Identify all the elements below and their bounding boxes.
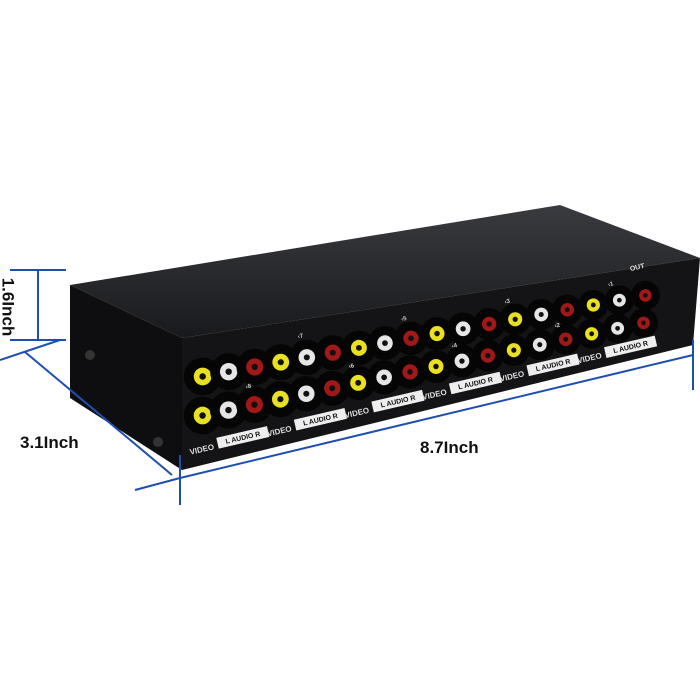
jack-hole	[511, 347, 517, 353]
jack-hole	[199, 412, 206, 419]
input-number-label: ‹6	[348, 363, 355, 370]
jack-hole	[433, 363, 439, 370]
jack-hole	[355, 379, 362, 386]
screw-icon	[85, 350, 95, 360]
jack-hole	[616, 297, 622, 303]
jack-hole	[329, 349, 336, 356]
label-plate	[604, 335, 658, 358]
jack-hole	[303, 354, 310, 361]
jack-hole	[537, 342, 543, 348]
jack-hole	[277, 359, 284, 366]
jack-hole	[512, 316, 518, 322]
height-dimension-label: 1.6Inch	[0, 277, 18, 337]
depth-dimension-label: 3.1Inch	[20, 433, 79, 452]
label-plate	[371, 389, 425, 413]
input-number-label: ‹3	[504, 299, 511, 306]
jack-hole	[251, 401, 258, 408]
jack-hole	[225, 406, 232, 414]
jack-hole	[434, 330, 440, 337]
jack-hole	[643, 293, 648, 298]
jack-hole	[485, 352, 491, 359]
jack-hole	[381, 374, 387, 381]
jack-hole	[460, 326, 466, 332]
input-number-label: ‹1	[608, 281, 615, 288]
jack-hole	[199, 373, 206, 380]
jack-hole	[225, 368, 232, 375]
out-label: OUT	[629, 263, 646, 273]
dimension-lines	[0, 269, 694, 505]
jack-hole	[407, 369, 413, 375]
label-plate	[293, 408, 347, 431]
jack-hole	[589, 331, 595, 337]
jack-hole	[251, 363, 258, 371]
jack-hole	[590, 302, 596, 308]
jack-hole	[564, 307, 570, 313]
input-number-label: ‹5	[401, 316, 408, 323]
label-plate	[526, 353, 580, 377]
jack-hole	[382, 340, 388, 346]
jack-hole	[563, 336, 569, 342]
jack-hole	[538, 311, 544, 318]
box-top-face	[70, 205, 700, 338]
jack-hole	[329, 385, 336, 392]
jack-hole	[459, 358, 465, 364]
input-number-label: ‹2	[554, 323, 561, 330]
input-number-label: ‹8	[245, 384, 252, 391]
jack-hole	[355, 344, 362, 351]
jack-hole	[303, 390, 310, 397]
label-plate	[216, 426, 270, 449]
input-number-label: ‹4	[451, 343, 458, 350]
box-side-face	[70, 285, 182, 470]
jack-hole	[486, 321, 492, 327]
label-plate	[448, 371, 503, 395]
input-number-label: ‹7	[297, 333, 304, 340]
width-dimension-label: 8.7Inch	[420, 438, 479, 457]
jack-hole	[615, 325, 620, 331]
jack-hole	[277, 396, 284, 403]
screw-icon	[153, 437, 163, 447]
jack-hole	[408, 335, 414, 342]
jack-hole	[641, 320, 646, 326]
